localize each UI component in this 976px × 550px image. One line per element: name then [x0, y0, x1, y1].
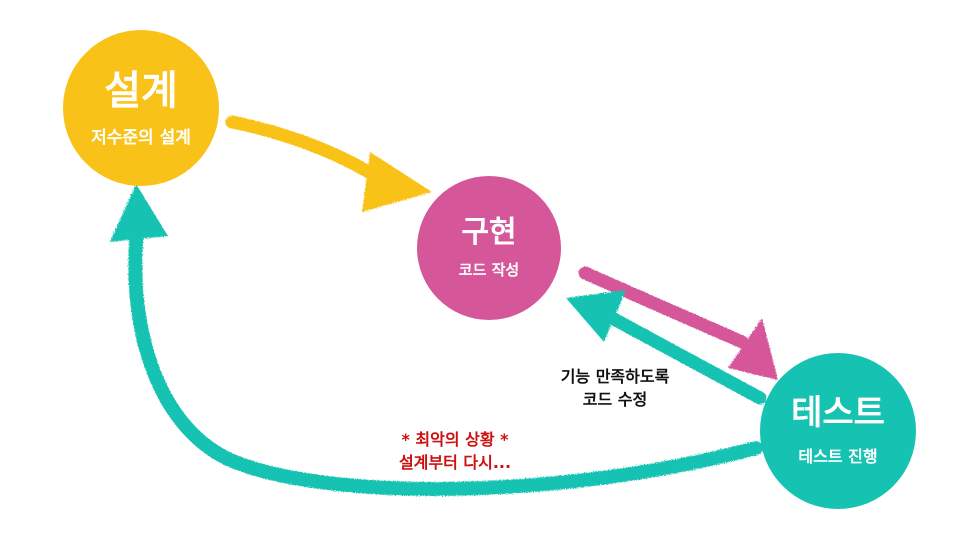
implement-circle: [417, 176, 561, 320]
arrow-test-to-implement: [566, 290, 767, 405]
node-test-subtitle: 테스트 진행: [798, 446, 878, 466]
note-worst-line2: 설계부터 다시...: [398, 453, 512, 473]
test-circle: [760, 353, 916, 509]
node-implement-subtitle: 코드 작성: [458, 261, 520, 279]
arrow-implement-to-test: [578, 266, 778, 380]
note-worst-line1: * 최악의 상황 *: [401, 430, 509, 449]
note-fix-code: 기능 만족하도록 코드 수정: [520, 365, 710, 411]
arrow-test-to-design: [110, 184, 763, 496]
note-fix-line1: 기능 만족하도록: [560, 367, 670, 386]
node-implement-title: 구현: [461, 215, 517, 250]
note-fix-line2: 코드 수정: [582, 390, 648, 410]
arrow-design-to-implement: [225, 115, 432, 212]
node-design-title: 설계: [104, 67, 178, 114]
node-test: 테스트 테스트 진행: [757, 356, 919, 506]
note-worst-case: * 최악의 상황 * 설계부터 다시...: [330, 428, 580, 474]
node-test-title: 테스트: [791, 393, 885, 434]
node-design: 설계 저수준의 설계: [55, 32, 227, 184]
node-implement: 구현 코드 작성: [415, 178, 563, 318]
design-circle: [63, 30, 219, 186]
node-design-subtitle: 저수준의 설계: [91, 127, 191, 148]
